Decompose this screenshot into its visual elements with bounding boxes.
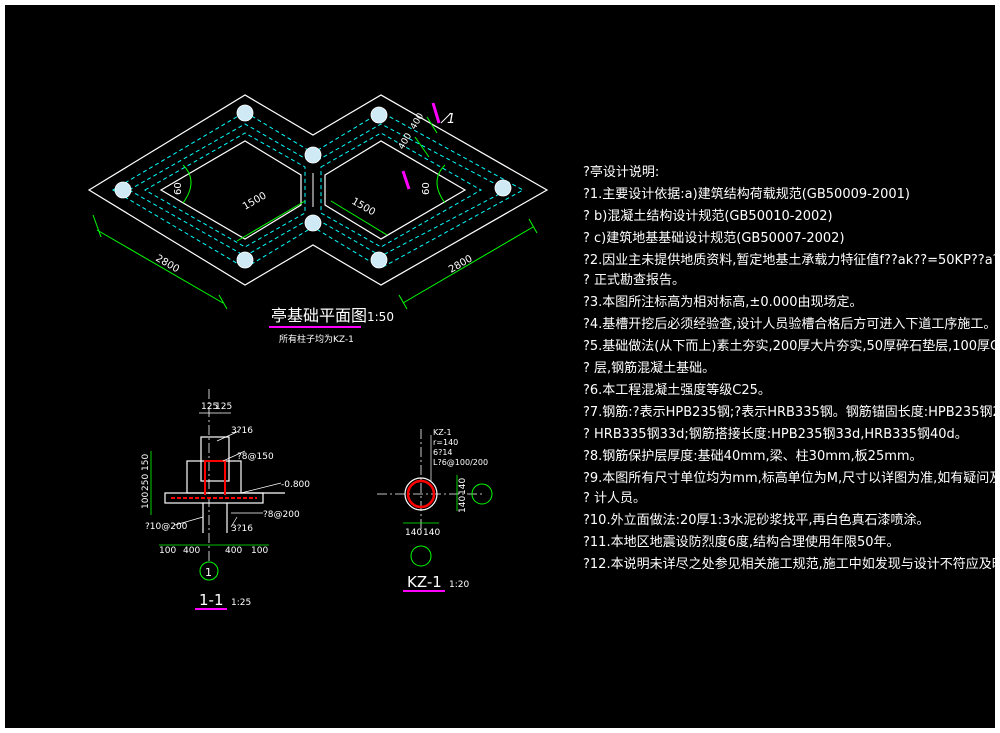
note-line: ?6.本工程混凝土强度等级C25。	[583, 383, 771, 398]
plan-column	[370, 106, 388, 124]
section-axis-bubble	[199, 561, 219, 581]
plan-dimension-lines	[92, 116, 538, 310]
section-title: 1-1	[199, 591, 224, 609]
plan-rebar-dashed-lines	[112, 111, 525, 269]
note-line: ? HRB335钢33d;钢筋搭接长度:HPB235钢33d,HRB335钢40…	[583, 427, 968, 442]
note-line: ? c)建筑地基基础设计规范(GB50007-2002)	[583, 231, 845, 246]
note-line: ?1.主要设计依据:a)建筑结构荷载规范(GB50009-2001)	[583, 187, 910, 202]
note-line: ?8.钢筋保护层厚度:基础40mm,梁、柱30mm,板25mm。	[583, 449, 923, 464]
plan-scale: 1:50	[367, 310, 394, 324]
note-line: ?3.本图所注标高为相对标高,±0.000由现场定。	[583, 295, 863, 310]
footing-section-1-1: 125 125 3?16 ?8@150 -0.800 ?8@200 ?10@20…	[141, 389, 310, 610]
column-section-circle	[404, 477, 438, 511]
plan-subtitle: 所有柱子均为KZ-1	[279, 333, 354, 345]
column-detail-kz-1: KZ-1 r=140 6?14 L?6@100/200 140 140 140 …	[377, 428, 493, 592]
plan-column	[236, 251, 254, 269]
cad-drawing-canvas: 1 400 400 1500 1500 2800 2800 60 60 亭基础平…	[87, 94, 549, 610]
note-line: ? 层,钢筋混凝土基础。	[583, 361, 716, 376]
design-notes: ?亭设计说明: ?1.主要设计依据:a)建筑结构荷载规范(GB50009-2001…	[583, 165, 995, 585]
plan-angle-right: 60	[421, 182, 432, 195]
plan-column	[304, 214, 322, 232]
column-dim-140-c: 140	[405, 528, 422, 538]
note-line: ?12.本说明未详尽之处参见相关施工规范,施工中如发现与设计不符应及时通知设计人…	[583, 557, 995, 572]
plan-inner-left-outline	[159, 140, 302, 240]
column-dim-140-d: 140	[423, 528, 440, 538]
plan-column	[494, 179, 512, 197]
section-elevation-label: -0.800	[281, 480, 310, 490]
section-footing-left-label: ?10@200	[145, 522, 188, 532]
note-line: ?10.外立面做法:20厚1:3水泥砂浆找平,再白色真石漆喷涂。	[583, 513, 930, 528]
plan-column	[370, 251, 388, 269]
section-rebar-bottom-label: 3?16	[231, 524, 253, 534]
note-line: ? b)混凝土结构设计规范(GB50010-2002)	[583, 209, 833, 224]
note-line: ?4.基槽开挖后必须经验查,设计人员验槽合格后方可进入下道工序施工。	[583, 317, 995, 332]
note-line: ?2.因业主未提供地质资料,暂定地基土承载力特征值f??ak??=50KP??a…	[583, 253, 995, 268]
column-axis-bubble-bottom	[410, 545, 432, 567]
foundation-plan: 1 400 400 1500 1500 2800 2800 60 60 亭基础平…	[87, 94, 549, 345]
plan-inner-right-outline	[324, 140, 467, 240]
plan-section-marks	[401, 102, 441, 190]
plan-angle-left: 60	[173, 182, 184, 195]
section-dim-left-250: 250	[141, 474, 151, 491]
note-line: ?5.基础做法(从下而上)素土夯实,200厚大片夯实,50厚碎石垫层,100厚C…	[583, 339, 995, 354]
note-line: ?11.本地区地震设防烈度6度,结构合理使用年限50年。	[583, 535, 900, 550]
section-rebar	[171, 460, 257, 499]
section-dim-top-125-b: 125	[215, 402, 232, 412]
section-dim-bottom-100-a: 100	[159, 546, 176, 556]
plan-column	[236, 104, 254, 122]
section-dim-bottom-400-b: 400	[225, 546, 242, 556]
section-dim-bottom-100-b: 100	[251, 546, 268, 556]
column-rebar-ring	[406, 479, 436, 509]
cad-viewport[interactable]: 1 400 400 1500 1500 2800 2800 60 60 亭基础平…	[5, 5, 995, 728]
plan-section-number: 1	[447, 112, 455, 127]
column-axis-bubble-right	[471, 483, 493, 505]
column-label-stirrup: L?6@100/200	[433, 458, 488, 467]
note-line: ? 计人员。	[583, 491, 647, 506]
plan-section-arrow	[440, 112, 452, 124]
column-title: KZ-1	[407, 573, 442, 591]
section-dim-bottom-400-a: 400	[183, 546, 200, 556]
plan-title: 亭基础平面图	[271, 306, 367, 325]
section-dim-left-150: 150	[141, 454, 151, 471]
plan-dim-1500-a: 1500	[241, 190, 269, 212]
section-footing-bottom-label: ?8@200	[263, 510, 300, 520]
column-label-radius: r=140	[433, 438, 458, 447]
plan-dim-400-b: 400	[397, 131, 414, 151]
plan-dim-400-a: 400	[409, 111, 426, 131]
section-axis-label: 1	[205, 566, 212, 579]
note-line: ?9.本图所有尺寸单位均为mm,标高单位为M,尺寸以详图为准,如有疑问及时联系设	[583, 471, 995, 486]
plan-column	[114, 181, 132, 199]
plan-columns	[114, 104, 512, 269]
section-rebar-top-label: 3?16	[231, 426, 253, 436]
note-line: ? 正式勘查报告。	[583, 273, 686, 288]
column-scale: 1:20	[449, 580, 469, 590]
plan-dim-2800-a: 2800	[154, 253, 182, 275]
column-dim-140-a: 140	[458, 478, 468, 495]
plan-column	[304, 146, 322, 164]
section-stirrup-label: ?8@150	[237, 452, 274, 462]
plan-dim-2800-b: 2800	[447, 253, 475, 275]
column-dim-140-b: 140	[458, 496, 468, 513]
note-line: ?亭设计说明:	[583, 165, 660, 180]
note-line: ?7.钢筋:?表示HPB235钢;?表示HRB335钢。钢筋锚固长度:HPB23…	[583, 405, 995, 420]
section-scale: 1:25	[231, 598, 251, 608]
section-dim-top-125-a: 125	[201, 402, 218, 412]
column-label-name: KZ-1	[433, 428, 452, 437]
plan-outer-outline	[87, 94, 549, 286]
column-label-bars: 6?14	[433, 448, 453, 457]
section-leaders	[174, 412, 282, 528]
section-dim-left-100: 100	[141, 492, 151, 509]
section-dimension-lines	[150, 451, 269, 546]
